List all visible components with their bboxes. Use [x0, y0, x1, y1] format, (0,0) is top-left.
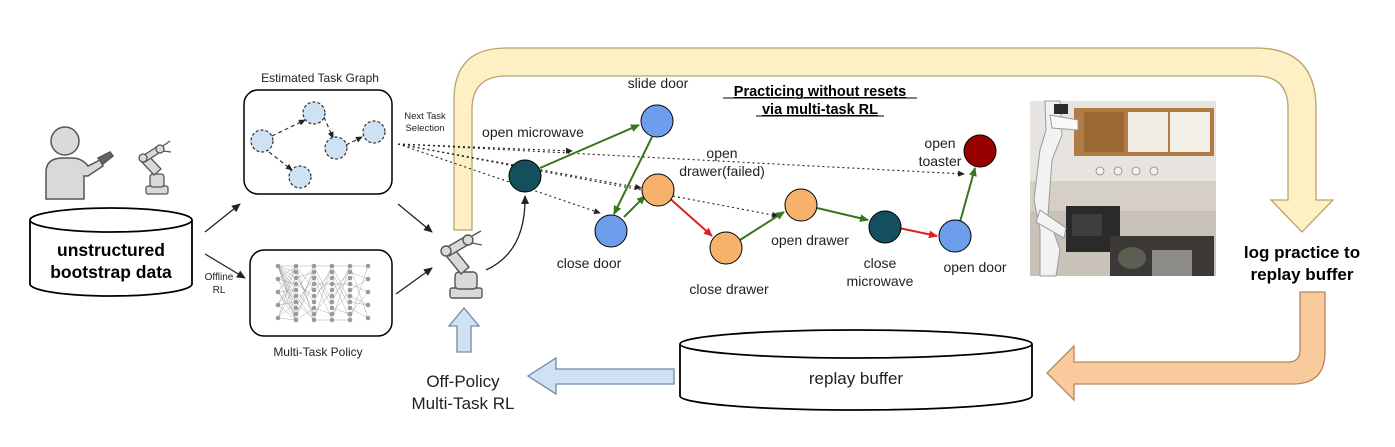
bootstrap-label-2: bootstrap data	[50, 262, 172, 282]
label-slide-door: slide door	[628, 75, 689, 91]
practice-loop-arrow	[453, 47, 1335, 233]
node-open-drawer	[784, 188, 818, 222]
node-open-microwave	[508, 159, 542, 193]
graph-node	[324, 136, 348, 160]
bootstrap-label-1: unstructured	[57, 240, 165, 260]
practice-heading-2: via multi-task RL	[762, 102, 878, 118]
label-close-door: close door	[557, 255, 622, 271]
label-close-drawer: close drawer	[689, 281, 769, 297]
practice-heading-1: Practicing without resets	[734, 84, 906, 100]
kitchen-robot-photo	[1030, 100, 1216, 277]
robot-arm-icon	[138, 140, 172, 195]
next-task-selection-lines	[397, 143, 965, 218]
policy-box	[249, 249, 393, 337]
node-slide-door	[640, 104, 674, 138]
policy-to-robot-arrow	[395, 267, 433, 295]
label-open-toaster-1: open	[924, 135, 955, 151]
label-close-microwave-1: close	[864, 255, 897, 271]
graph-node	[288, 165, 312, 189]
offline-rl-label-2: RL	[213, 285, 226, 296]
replay-buffer-cylinder	[679, 329, 1033, 411]
task-edges	[539, 124, 977, 241]
node-open-drawer-failed	[641, 173, 675, 207]
bootstrap-to-policy-arrow	[204, 253, 246, 279]
graph-node	[362, 120, 386, 144]
label-open-door: open door	[943, 259, 1006, 275]
bootstrap-data-cylinder	[29, 207, 193, 297]
offpolicy-up-arrow	[447, 306, 481, 353]
label-open-toaster-2: toaster	[919, 153, 962, 169]
offpolicy-label-2: Multi-Task RL	[412, 394, 515, 413]
robot-to-task-arrow	[485, 195, 530, 271]
next-task-label-2: Selection	[405, 123, 444, 134]
log-practice-label-2: replay buffer	[1251, 265, 1354, 284]
task-graph-title: Estimated Task Graph	[261, 71, 379, 85]
buffer-to-offpolicy-arrow	[526, 356, 675, 396]
human-icon	[45, 126, 115, 200]
node-close-drawer	[709, 231, 743, 265]
node-open-door	[938, 219, 972, 253]
label-open-microwave: open microwave	[482, 124, 584, 140]
next-task-label-1: Next Task	[404, 111, 446, 122]
label-open-drawer-failed-1: open	[706, 145, 737, 161]
log-practice-label-1: log practice to	[1244, 243, 1360, 262]
bootstrap-to-graph-arrow	[204, 203, 241, 233]
node-open-toaster	[963, 134, 997, 168]
node-close-door	[594, 214, 628, 248]
replay-buffer-label: replay buffer	[809, 369, 904, 388]
label-open-drawer-failed-2: drawer(failed)	[679, 163, 765, 179]
robot-arm-icon	[440, 230, 483, 299]
log-to-buffer-arrow	[1046, 291, 1326, 402]
label-open-drawer: open drawer	[771, 232, 849, 248]
label-close-microwave-2: microwave	[847, 273, 914, 289]
graph-node	[302, 101, 326, 125]
policy-title: Multi-Task Policy	[273, 345, 362, 359]
neural-network-icon	[275, 263, 371, 323]
offline-rl-label-1: Offline	[205, 272, 234, 283]
node-close-microwave	[868, 210, 902, 244]
graph-node	[250, 129, 274, 153]
task-graph-box	[243, 89, 393, 195]
offpolicy-label-1: Off-Policy	[426, 372, 500, 391]
task-graph-nodes	[268, 116, 363, 171]
graph-to-robot-arrow	[397, 203, 433, 233]
